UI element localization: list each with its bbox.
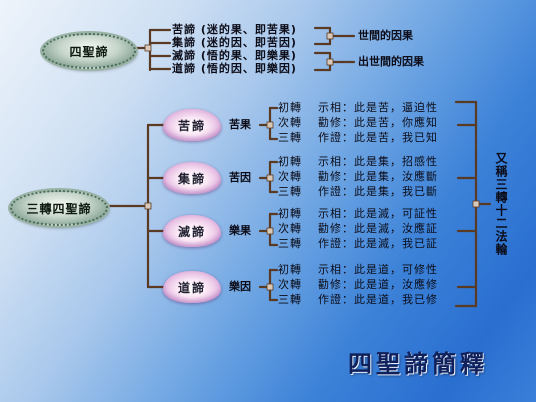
turn-label: 三轉 bbox=[278, 131, 302, 144]
supramundane-cause-effect: 出世間的因果 bbox=[358, 55, 424, 68]
top-item-cessation: 滅諦 (悟的果、即樂果) bbox=[172, 49, 297, 62]
result-label-cessation: 樂果 bbox=[229, 224, 251, 237]
result-label-suffering: 苦果 bbox=[229, 118, 251, 131]
result-label-path: 樂因 bbox=[229, 280, 251, 293]
truth-petal-origin: 集諦 bbox=[163, 162, 221, 194]
four-noble-truths-node: 四聖諦 bbox=[42, 33, 136, 69]
turn-label: 次轉 bbox=[278, 222, 302, 235]
turning-line: 勸修：此是滅，汝應証 bbox=[318, 222, 438, 235]
turning-line: 勸修：此是苦，你應知 bbox=[318, 116, 438, 129]
worldly-cause-effect: 世間的因果 bbox=[358, 29, 413, 42]
truth-petal-suffering: 苦諦 bbox=[163, 109, 221, 141]
turn-label: 三轉 bbox=[278, 237, 302, 250]
turn-label: 初轉 bbox=[278, 155, 302, 168]
turning-line: 示相：此是苦，逼迫性 bbox=[318, 101, 438, 114]
top-item-suffering: 苦諦 (迷的果、即苦果) bbox=[172, 23, 297, 36]
turn-label: 三轉 bbox=[278, 293, 302, 306]
turning-line: 示相：此是道，可修性 bbox=[318, 263, 438, 276]
truth-petal-path: 道諦 bbox=[163, 271, 221, 303]
page-title: 四聖諦簡釋 bbox=[348, 349, 488, 378]
turn-label: 次轉 bbox=[278, 170, 302, 183]
turn-label: 初轉 bbox=[278, 101, 302, 114]
turning-line: 作證：此是集，我已斷 bbox=[318, 185, 438, 198]
turn-label: 三轉 bbox=[278, 185, 302, 198]
turn-label: 次轉 bbox=[278, 278, 302, 291]
turn-label: 初轉 bbox=[278, 207, 302, 220]
turn-label: 初轉 bbox=[278, 263, 302, 276]
turning-line: 作證：此是滅，我已証 bbox=[318, 237, 438, 250]
turning-line: 勸修：此是集，汝應斷 bbox=[318, 170, 438, 183]
turning-line: 作證：此是道，我已修 bbox=[318, 293, 438, 306]
turning-line: 示相：此是滅，可証性 bbox=[318, 207, 438, 220]
truth-petal-cessation: 滅諦 bbox=[163, 215, 221, 247]
turning-line: 示相：此是集，招感性 bbox=[318, 155, 438, 168]
turning-line: 勸修：此是道，汝應修 bbox=[318, 278, 438, 291]
turn-label: 次轉 bbox=[278, 116, 302, 129]
top-item-path: 道諦 (悟的因、即樂因) bbox=[172, 62, 297, 75]
three-turnings-node: 三轉四聖諦 bbox=[10, 190, 108, 226]
turning-line: 作證：此是苦，我已知 bbox=[318, 131, 438, 144]
top-item-origin: 集諦 (迷的因、即苦因) bbox=[172, 36, 297, 49]
twelve-aspects-label: 又稱三轉十二法輪 bbox=[494, 152, 508, 256]
result-label-origin: 苦因 bbox=[229, 171, 251, 184]
